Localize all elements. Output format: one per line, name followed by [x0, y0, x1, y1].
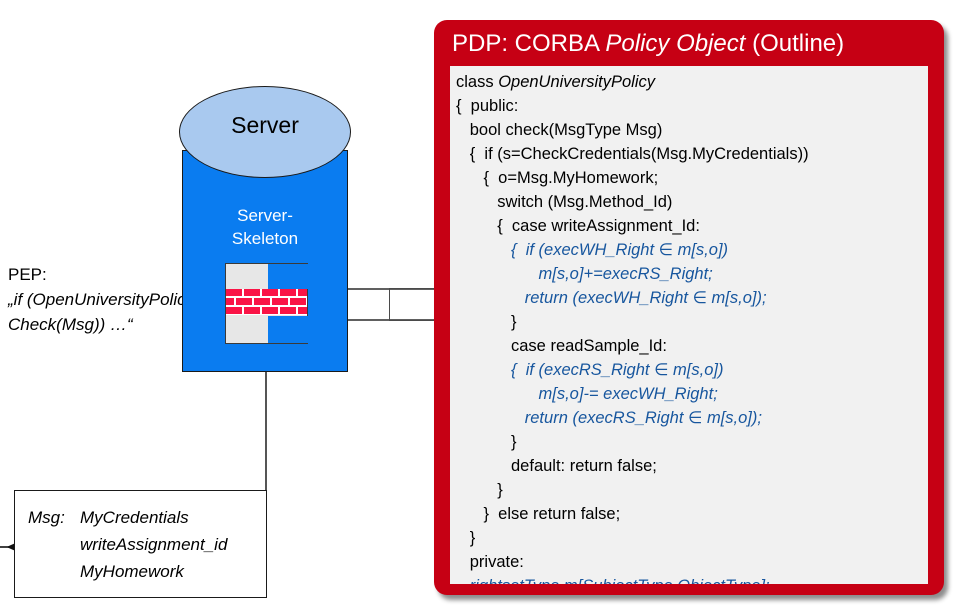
code-line-identifier: OpenUniversityPolicy: [498, 73, 655, 91]
server-label: Server: [231, 112, 299, 138]
brick-row: [226, 289, 307, 296]
code-line: m[s,o]-= execWH_Right;: [456, 385, 718, 403]
code-line: }: [456, 433, 517, 451]
code-line: rightsetType m[SubjectType,ObjectType];: [456, 574, 928, 584]
firewall-brick-pattern: [226, 289, 307, 315]
pep-code-line-2: Check(Msg)) …“: [8, 315, 133, 334]
code-line-text: class: [456, 73, 499, 91]
brick-row: [226, 307, 307, 314]
code-line: } else return false;: [456, 505, 621, 523]
code-line: { if (execWH_Right ∈ m[s,o]): [456, 241, 729, 259]
skeleton-line-1: Server-: [237, 206, 293, 225]
pdp-title-emphasis: Policy Object: [605, 30, 746, 57]
code-line: return (execRS_Right ∈ m[s,o]);: [456, 409, 762, 427]
code-line: class OpenUniversityPolicy: [456, 70, 928, 94]
code-line: case readSample_Id:: [456, 337, 667, 355]
message-box-content: Msg: MyCredentials writeAssignment_id MyH…: [28, 504, 268, 585]
code-line: switch (Msg.Method_Id): [456, 193, 673, 211]
code-line: private:: [456, 553, 524, 571]
code-line: }: [456, 313, 517, 331]
pdp-panel-title: PDP: CORBA Policy Object (Outline): [452, 30, 932, 58]
code-line: return (execWH_Right ∈ m[s,o]);: [456, 289, 767, 307]
message-box: [14, 490, 267, 598]
pdp-code-block: class OpenUniversityPolicy { public: bool…: [450, 66, 928, 584]
code-line: { o=Msg.MyHomework;: [456, 169, 659, 187]
code-line: }: [456, 481, 503, 499]
pdp-title-prefix: PDP: CORBA: [452, 30, 606, 57]
code-line: { if (s=CheckCredentials(Msg.MyCredentia…: [456, 145, 809, 163]
code-line: { if (execRS_Right ∈ m[s,o]): [456, 361, 724, 379]
msg-value-1: writeAssignment_id: [80, 535, 228, 554]
pdp-title-suffix: (Outline): [745, 30, 845, 57]
firewall-notch-top: [268, 264, 308, 289]
pep-code-line-1: „if (OpenUniversityPolicy.: [8, 290, 198, 309]
code-line: { public:: [456, 97, 519, 115]
msg-value-2: MyHomework: [80, 562, 184, 581]
msg-key: Msg:: [28, 508, 65, 527]
firewall-notch-bottom: [268, 316, 308, 343]
server-skeleton-label: Server- Skeleton: [182, 204, 348, 250]
brick-row: [226, 298, 307, 305]
code-line: bool check(MsgType Msg): [456, 121, 663, 139]
pep-label: PEP: „if (OpenUniversityPolicy. Check(Ms…: [8, 262, 223, 337]
skeleton-line-2: Skeleton: [231, 229, 299, 248]
msg-value-0: MyCredentials: [80, 508, 189, 527]
code-line: m[s,o]+=execRS_Right;: [456, 265, 713, 283]
pep-title: PEP:: [8, 265, 47, 284]
code-line: { case writeAssignment_Id:: [456, 217, 700, 235]
server-cylinder-top: [179, 86, 351, 178]
code-line: default: return false;: [456, 457, 657, 475]
code-line: }: [456, 529, 476, 547]
